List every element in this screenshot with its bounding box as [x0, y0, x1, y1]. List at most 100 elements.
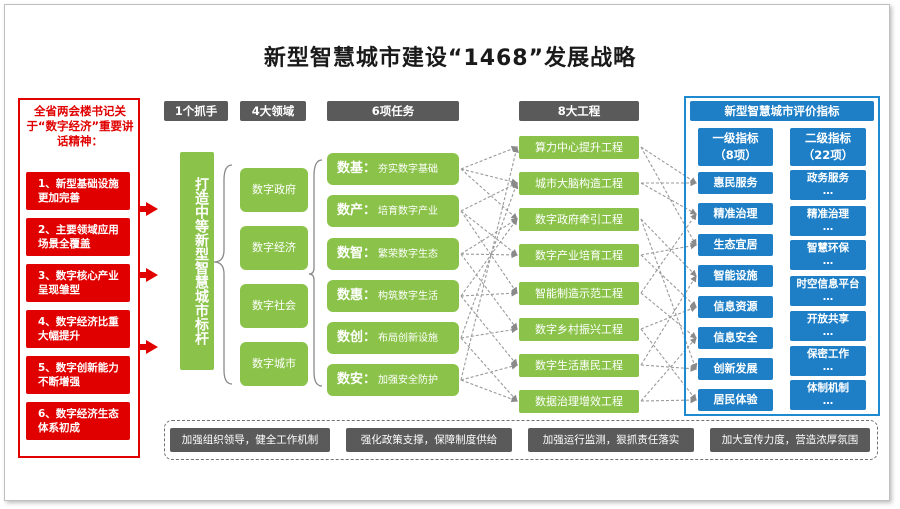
connector-arrow — [460, 326, 519, 339]
connector-arrow — [640, 146, 697, 184]
level2-indicator: 体制机制 … — [790, 380, 866, 410]
level1-indicator: 信息资源 — [698, 296, 773, 318]
connector-arrow — [640, 275, 697, 366]
task-key: 数产： — [337, 203, 377, 218]
measure-item: 强化政策支撑，保障制度供给 — [346, 428, 512, 452]
connector-arrow — [460, 182, 518, 212]
task-text: 构筑数字生活 — [378, 291, 439, 302]
header-fields: 4大领域 — [240, 101, 306, 121]
brace-fields — [308, 159, 323, 387]
connector-arrow — [640, 396, 698, 404]
task-box: 数基：夯实数字基础 — [327, 153, 459, 185]
connector-arrow — [640, 182, 697, 215]
field-box: 数字经济 — [240, 226, 308, 270]
measure-item: 加强组织领导，健全工作机制 — [170, 428, 330, 452]
connector-arrow — [460, 210, 518, 256]
spirit-item: 3、数字核心产业呈现雏型 — [26, 264, 130, 302]
connector-arrow — [640, 146, 697, 246]
level1-indicator: 精准治理 — [698, 203, 773, 225]
level2-indicator: 时空信息平台 … — [790, 276, 866, 306]
connector-arrow — [460, 145, 519, 170]
connector-arrow — [640, 364, 698, 372]
project-box: 智能制造示范工程 — [519, 282, 639, 305]
header-grab: 1个抓手 — [164, 101, 228, 121]
task-box: 数智：繁荣数字生态 — [327, 238, 459, 270]
project-box: 数字政府牵引工程 — [519, 208, 639, 231]
connector-arrow — [460, 168, 518, 220]
evaluation-title: 新型智慧城市评价指标 — [690, 101, 874, 121]
level1-indicator: 生态宜居 — [698, 234, 773, 256]
task-key: 数基： — [337, 161, 377, 176]
task-box: 数产：培育数字产业 — [327, 195, 459, 227]
connector-arrow — [460, 218, 518, 255]
task-key: 数创： — [337, 330, 377, 345]
task-box: 数安：加强安全防护 — [327, 364, 459, 396]
level2-indicator: 开放共享 … — [790, 311, 866, 341]
level1-indicator: 智能设施 — [698, 265, 773, 287]
project-box: 城市大脑构造工程 — [519, 172, 639, 195]
level1-header: 一级指标 （8项） — [698, 128, 773, 166]
connector-arrow — [460, 218, 518, 297]
evaluation-panel — [684, 96, 880, 416]
connector-arrow — [460, 251, 519, 259]
project-box: 数字生活惠民工程 — [519, 354, 639, 377]
connector-arrow — [640, 218, 697, 277]
task-box: 数创：布局创新设施 — [327, 322, 459, 354]
field-box: 数字社会 — [240, 284, 308, 328]
spirit-item: 5、数字创新能力不断增强 — [26, 356, 130, 394]
level1-indicator: 居民体验 — [698, 389, 773, 411]
measures-box — [164, 420, 878, 460]
level2-indicator: 精准治理 … — [790, 206, 866, 236]
header-tasks: 6项任务 — [327, 101, 459, 121]
task-text: 布局创新设施 — [378, 333, 439, 344]
project-box: 算力中心提升工程 — [519, 136, 639, 159]
spirit-item: 4、数字经济比重大幅提升 — [26, 310, 130, 348]
connector-arrow — [460, 210, 518, 294]
right-arrow-icon — [139, 202, 158, 216]
level1-indicator: 信息安全 — [698, 327, 773, 349]
measure-item: 加强运行监测，狠抓责任落实 — [528, 428, 694, 452]
connector-arrow — [640, 218, 698, 371]
level1-indicator: 惠民服务 — [698, 172, 773, 194]
level1-indicator: 创新发展 — [698, 358, 773, 380]
task-text: 加强安全防护 — [378, 375, 439, 386]
field-box: 数字政府 — [240, 168, 308, 212]
connector-arrow — [460, 253, 518, 330]
task-key: 数惠： — [337, 288, 377, 303]
spirit-item: 6、数字经济生态体系初成 — [26, 402, 130, 440]
project-box: 数字产业培育工程 — [519, 244, 639, 267]
header-projects: 8大工程 — [519, 101, 639, 121]
level2-indicator: 政务服务 … — [790, 170, 866, 200]
connector-arrow — [460, 289, 519, 297]
right-arrow-icon — [139, 268, 158, 282]
page-title: 新型智慧城市建设“1468”发展战略 — [263, 46, 637, 71]
task-text: 培育数字产业 — [378, 206, 439, 217]
field-box: 数字城市 — [240, 342, 308, 386]
spirit-item: 2、主要领域应用场景全覆盖 — [26, 218, 130, 256]
connector-arrow — [640, 337, 697, 402]
connector-arrow — [460, 363, 519, 381]
task-box: 数惠：构筑数字生活 — [327, 280, 459, 312]
connector-arrow — [460, 181, 519, 339]
spirit-item: 1、新型基础设施更加完善 — [26, 172, 130, 210]
level2-header: 二级指标 （22项） — [790, 128, 866, 166]
project-box: 数字乡村振兴工程 — [519, 318, 639, 341]
level2-indicator: 保密工作 … — [790, 346, 866, 376]
task-key: 数智： — [337, 246, 377, 261]
connector-arrow — [640, 254, 697, 308]
connector-arrow — [460, 145, 519, 381]
connector-arrow — [460, 295, 518, 366]
connector-arrow — [460, 379, 519, 403]
task-text: 夯实数字基础 — [378, 164, 439, 175]
connector-arrow — [640, 213, 697, 294]
task-text: 繁荣数字生态 — [378, 249, 439, 260]
measure-item: 加大宣传力度，营造浓厚氛围 — [710, 428, 870, 452]
connector-arrow — [460, 337, 518, 402]
brace-grab — [213, 164, 233, 385]
task-key: 数安： — [337, 372, 377, 387]
grab-box: 打造中等新型智慧城市标杆 — [180, 152, 214, 370]
connector-arrow — [640, 242, 698, 256]
right-arrow-icon — [139, 340, 158, 354]
spirit-title: 全省两会楼书记关于“数字经济”重要讲话精神： — [26, 104, 134, 148]
